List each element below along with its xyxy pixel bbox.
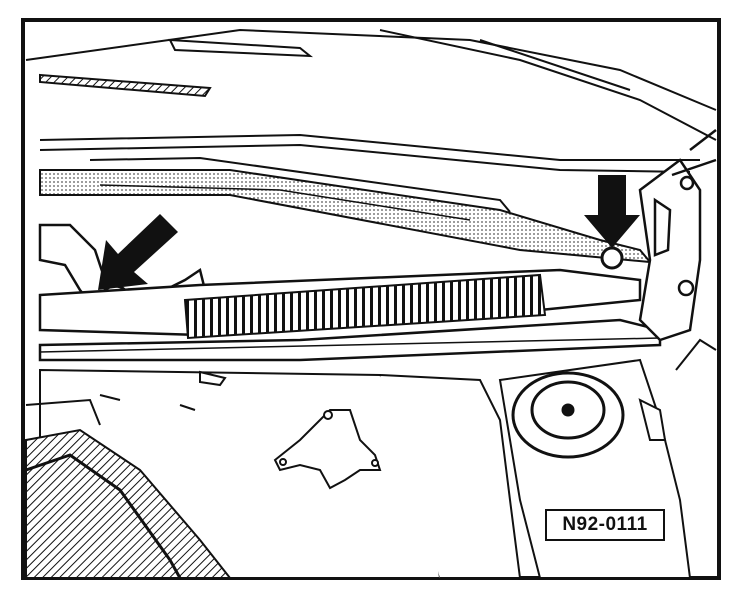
wiper-linkage-bar [39,156,653,264]
windscreen-lines [25,28,717,173]
figure-reference-label: N92-0111 [545,509,665,541]
air-intake-hose [25,398,233,579]
arrow-down-left-icon [98,214,178,290]
arrow-down-icon [584,175,640,248]
right-hinge [600,129,717,342]
right-mount-bolt [600,246,624,270]
cowl-grille [38,268,662,362]
